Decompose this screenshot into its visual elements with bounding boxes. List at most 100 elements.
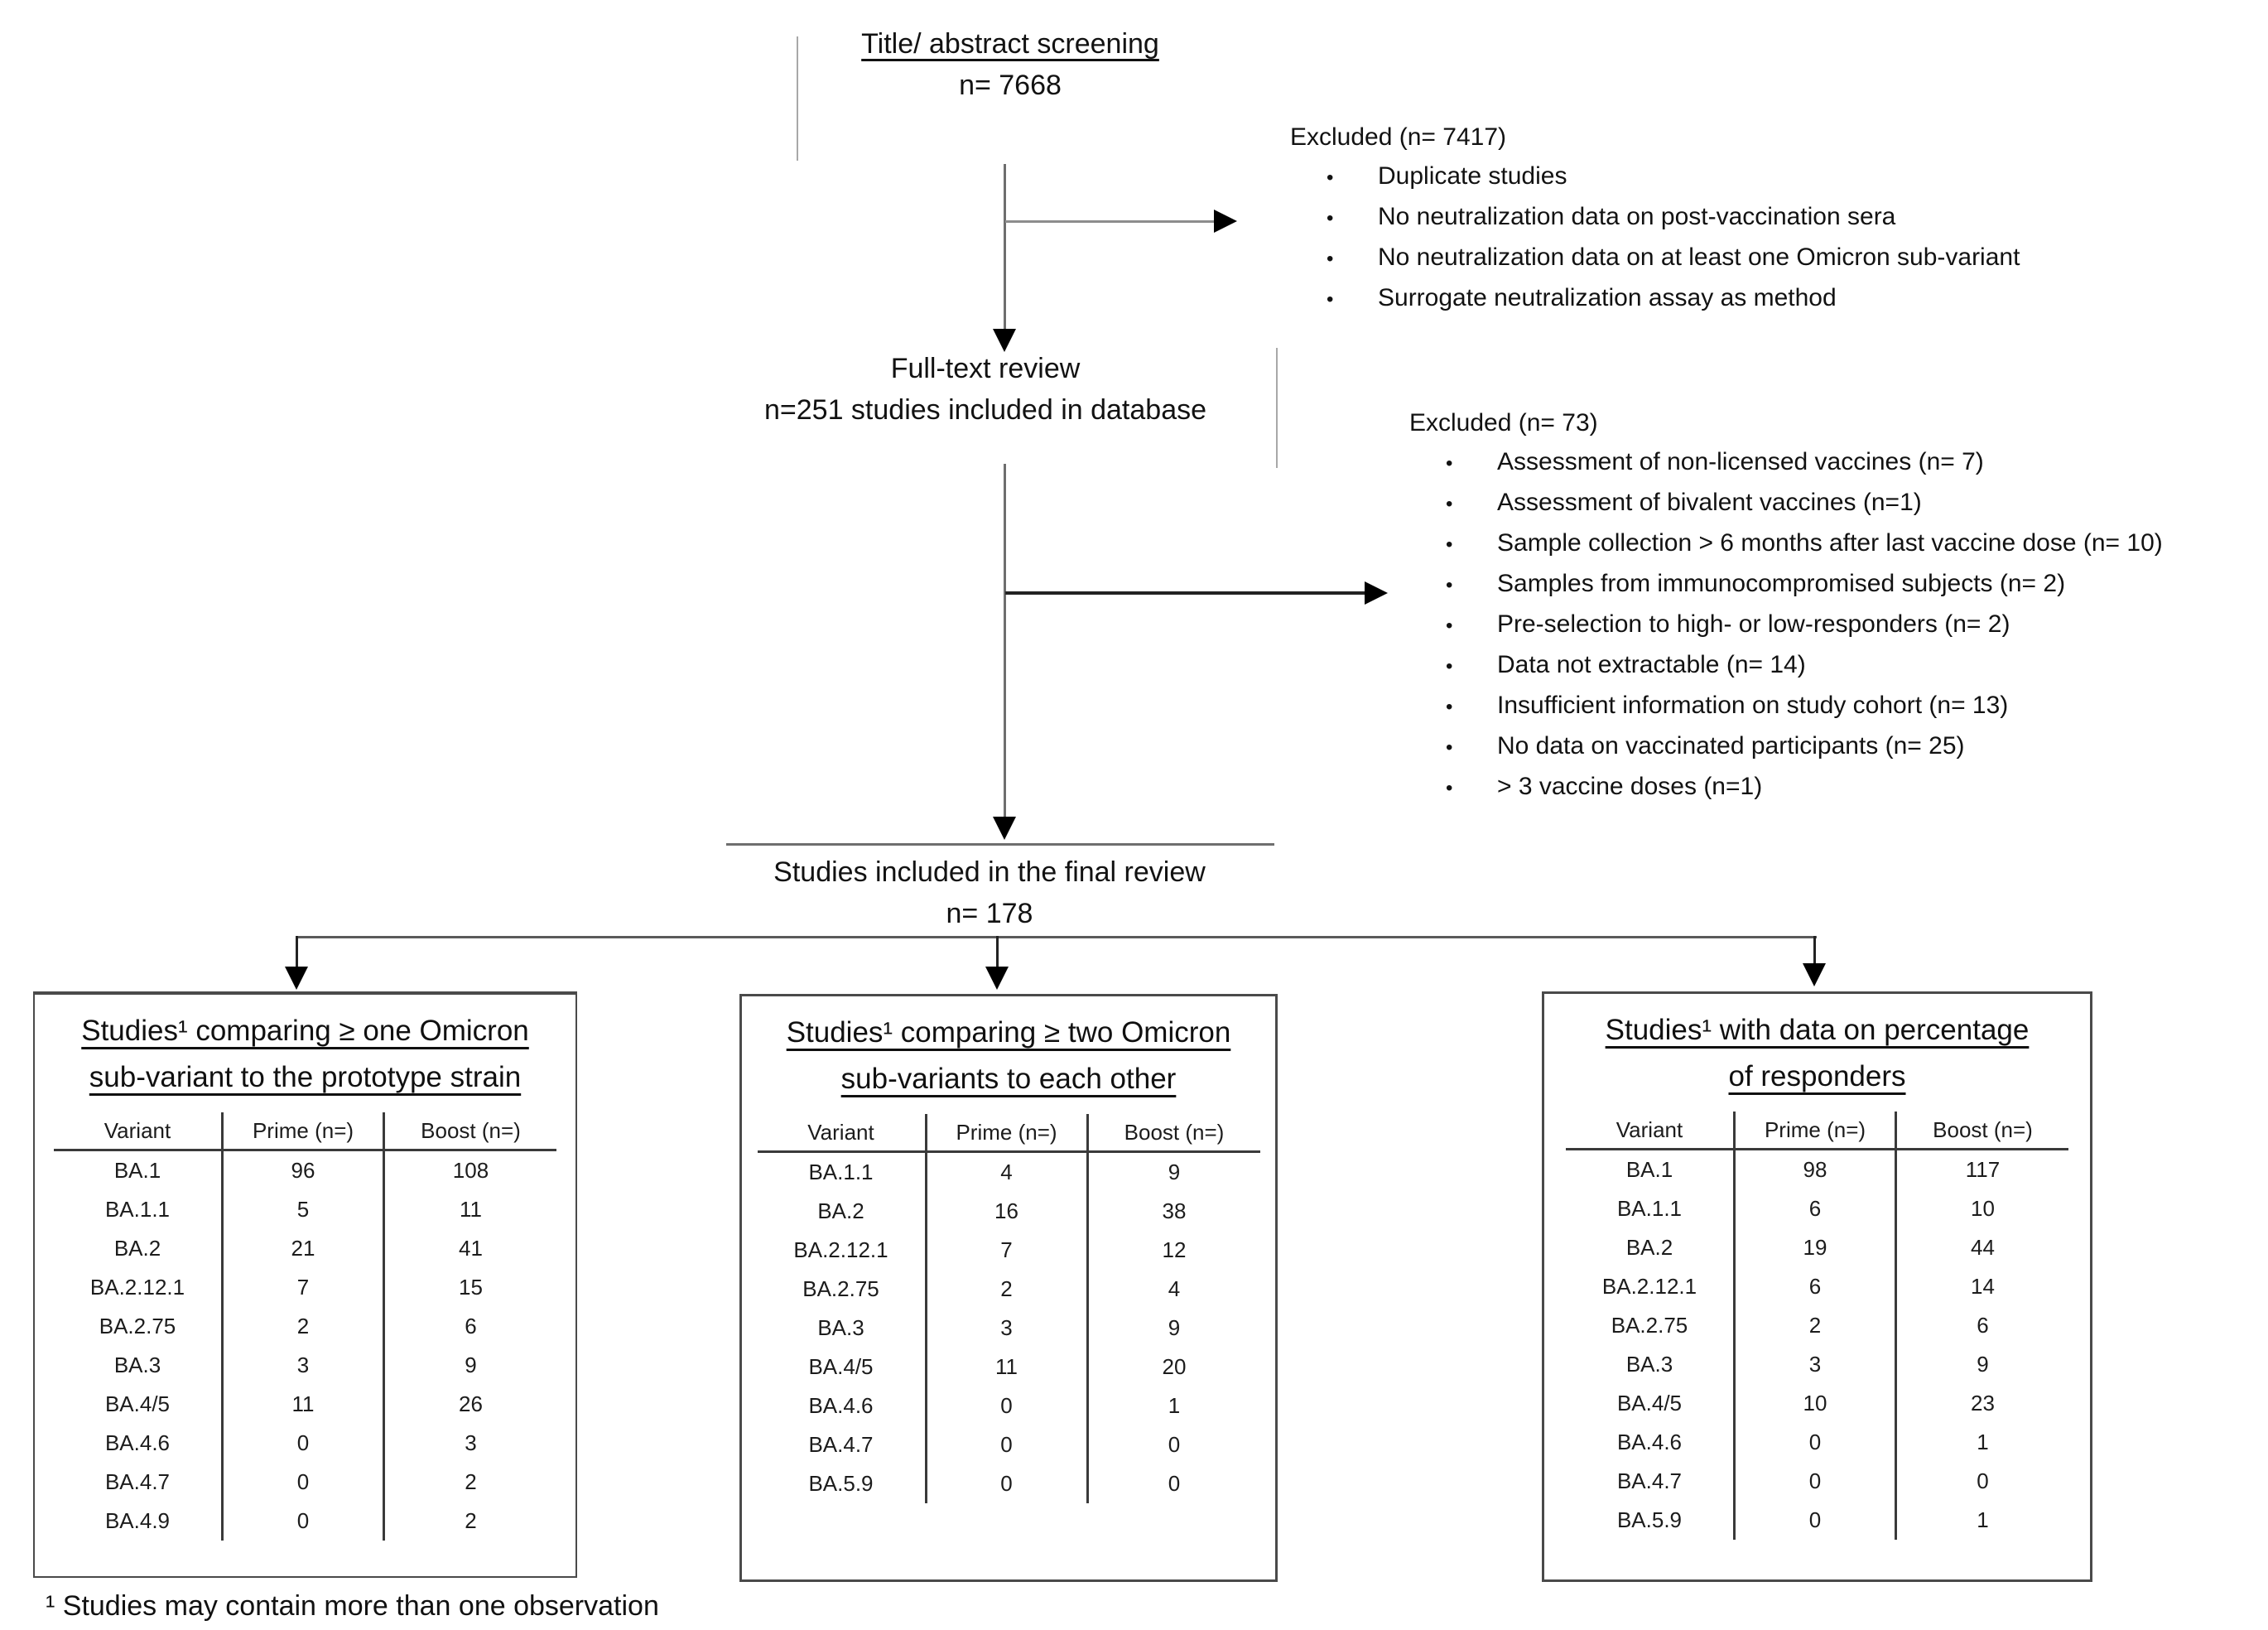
result-box-title-line: of responders	[1728, 1060, 1906, 1092]
flow-line	[1005, 591, 1366, 595]
flow-line	[996, 936, 999, 971]
column-header: Variant	[1616, 1116, 1683, 1142]
count-cell: 5	[221, 1190, 384, 1229]
count-cell: 3	[1733, 1345, 1896, 1384]
node-final-review: Studies included in the final review n= …	[708, 851, 1271, 934]
exclusion-item: •Sample collection > 6 months after last…	[1409, 523, 2163, 564]
count-cell: 4	[1086, 1270, 1260, 1309]
count-cell: 1	[1895, 1501, 2068, 1540]
count-cell: 6	[1733, 1189, 1896, 1228]
bullet-icon: •	[1446, 655, 1453, 678]
table-header-row: Variant Prime (n=)Boost (n=)	[54, 1112, 556, 1150]
excluded-list: • Assessment of non-licensed vaccines (n=…	[1409, 442, 2163, 808]
bullet-icon: •	[1446, 452, 1453, 475]
column-header: Prime (n=)	[1733, 1112, 1896, 1150]
variant-cell: BA.4.7	[808, 1432, 874, 1457]
count-cell: 2	[383, 1502, 556, 1541]
count-cell: 96	[221, 1150, 384, 1190]
variant-cell: BA.2.75	[802, 1276, 879, 1301]
exclusion-item-label: No neutralization data on at least one O…	[1378, 244, 2020, 271]
count-cell: 12	[1086, 1231, 1260, 1270]
result-box-title: Studies¹ with data on percentage of resp…	[1553, 1007, 2082, 1100]
variant-cell: BA.4.7	[104, 1469, 171, 1494]
flow-line	[296, 936, 298, 971]
variant-cell: BA.2	[1625, 1235, 1673, 1260]
exclusion-item: • Data not extractable (n= 14)	[1409, 645, 2163, 686]
exclusion-item: • Duplicate studies	[1290, 157, 2020, 197]
variant-cell: BA.4.7	[1616, 1468, 1683, 1493]
count-cell: 3	[221, 1346, 384, 1385]
count-cell: 26	[383, 1385, 556, 1424]
result-box-title-line: Studies¹ with data on percentage	[1605, 1014, 2030, 1046]
column-header: Prime (n=)	[924, 1114, 1087, 1152]
count-cell: 11	[924, 1348, 1087, 1386]
column-header: Variant	[104, 1117, 171, 1143]
exclusion-item-label: Assessment of non-licensed vaccines (n= …	[1497, 448, 1984, 475]
exclusion-item-label: Duplicate studies	[1378, 162, 1567, 190]
exclusion-item: •Surrogate neutralization assay as metho…	[1290, 278, 2020, 319]
count-cell: 9	[1086, 1309, 1260, 1348]
count-cell: 2	[383, 1463, 556, 1502]
count-cell: 3	[383, 1424, 556, 1463]
variant-cell: BA.3	[113, 1353, 161, 1377]
variant-cell: BA.1.1	[1616, 1196, 1683, 1221]
count-cell: 21	[221, 1229, 384, 1268]
bullet-icon: •	[1446, 736, 1453, 759]
variant-cell: BA.5.9	[808, 1471, 874, 1496]
count-cell: 14	[1895, 1267, 2068, 1306]
column-header: Boost (n=)	[1086, 1114, 1260, 1152]
excluded-title: Excluded (n= 7417)	[1290, 123, 1507, 151]
variant-cell: BA.2.75	[1611, 1313, 1688, 1338]
count-cell: 0	[1086, 1425, 1260, 1464]
exclusion-item: •Insufficient information on study cohor…	[1409, 686, 2163, 726]
count-cell: 108	[383, 1150, 556, 1190]
count-cell: 19	[1733, 1228, 1896, 1267]
variant-cell: BA.1.1	[808, 1160, 874, 1184]
result-box-responders: Studies¹ with data on percentage of resp…	[1542, 991, 2092, 1582]
variant-cell: BA.2.12.1	[1601, 1274, 1697, 1299]
exclusion-item: • > 3 vaccine doses (n=1)	[1409, 767, 2163, 808]
variant-cell: BA.2	[113, 1236, 161, 1261]
exclusion-item-label: > 3 vaccine doses (n=1)	[1497, 773, 1763, 800]
count-cell: 9	[1086, 1151, 1260, 1192]
count-cell: 0	[1086, 1464, 1260, 1503]
excluded-title: Excluded (n= 73)	[1409, 409, 1598, 436]
column-header: Prime (n=)	[221, 1112, 384, 1150]
column-header: Boost (n=)	[383, 1112, 556, 1150]
variant-cell: BA.2	[817, 1198, 864, 1223]
arrow-right-icon	[1365, 581, 1388, 605]
exclusion-item: •Pre-selection to high- or low-responder…	[1409, 605, 2163, 645]
result-box-title-line: Studies¹ comparing ≥ one Omicron	[81, 1015, 529, 1047]
bullet-icon: •	[1446, 777, 1453, 799]
exclusion-item: • Assessment of non-licensed vaccines (n=…	[1409, 442, 2163, 483]
bullet-icon: •	[1327, 166, 1334, 189]
result-box-title-line: sub-variant to the prototype strain	[89, 1061, 522, 1093]
count-cell: 44	[1895, 1228, 2068, 1267]
exclusion-item-label: No neutralization data on post-vaccinati…	[1378, 203, 1896, 230]
count-cell: 16	[924, 1192, 1087, 1231]
bullet-icon: •	[1446, 533, 1453, 556]
variant-cell: BA.4/5	[1616, 1391, 1683, 1415]
flow-line	[296, 936, 1817, 938]
count-cell: 1	[1086, 1386, 1260, 1425]
exclusion-item-label: Surrogate neutralization assay as method	[1378, 284, 1837, 311]
exclusion-item-label: Data not extractable (n= 14)	[1497, 651, 1806, 678]
bullet-icon: •	[1446, 574, 1453, 596]
footnote: ¹ Studies may contain more than one obse…	[46, 1590, 659, 1622]
